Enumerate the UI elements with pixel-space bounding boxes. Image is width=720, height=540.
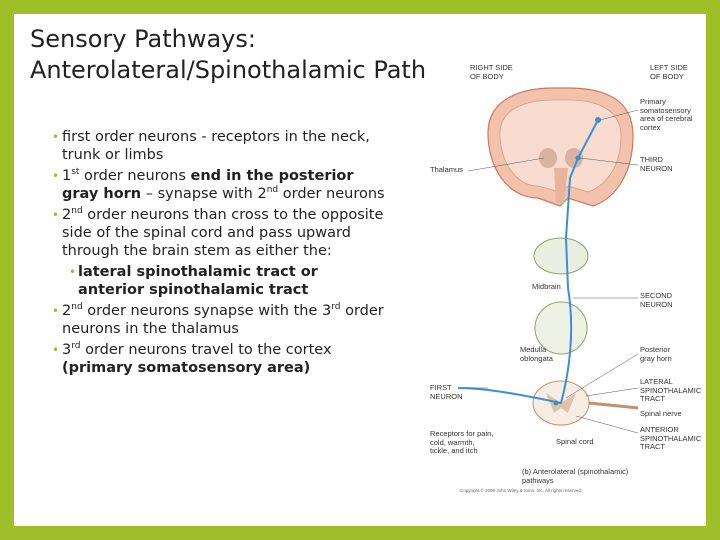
- thalamus-right: [565, 148, 583, 168]
- bullet-first-order-end: 1st order neurons end in the posterior g…: [28, 167, 388, 203]
- leader-anterior: [575, 415, 639, 434]
- label-spinal-nerve: Spinal nerve: [640, 409, 682, 418]
- pathway-line: [457, 119, 599, 405]
- thalamus-synapse: [575, 155, 581, 161]
- slide: Sensory Pathways: Anterolateral/Spinotha…: [14, 14, 706, 526]
- label-receptors: Receptors for pain, cold, warmth, tickle…: [430, 429, 494, 455]
- thalamus-left: [539, 148, 557, 168]
- label-posterior-horn: Posterior gray horn: [640, 345, 672, 363]
- label-lateral-tract: LATERAL SPINOTHALAMIC TRACT: [640, 377, 702, 403]
- leader-cortex: [599, 109, 639, 121]
- label-spinal-cord: Spinal cord: [556, 437, 594, 446]
- pathway-illustration: [457, 87, 639, 434]
- label-right-side: RIGHT SIDE OF BODY: [470, 63, 513, 81]
- bullet-second-order-cross: 2nd order neurons than cross to the oppo…: [28, 206, 388, 260]
- leader-third-neuron: [579, 157, 639, 166]
- bullet-tracts: lateral spinothalamic tract or anterior …: [28, 263, 388, 299]
- bullet-second-order-synapse: 2nd order neurons synapse with the 3rd o…: [28, 302, 388, 338]
- label-second-neuron: SECOND NEURON: [640, 291, 673, 309]
- diagram-caption: (b) Anterolateral (spinothalamic) pathwa…: [522, 467, 629, 485]
- leader-horn: [565, 353, 639, 399]
- label-anterior-tract: ANTERIOR SPINOTHALAMIC TRACT: [640, 425, 702, 451]
- leader-thalamus: [467, 157, 545, 172]
- label-third-neuron: THIRD NEURON: [640, 155, 673, 173]
- title-line-2: Anterolateral/Spinothalamic Path: [30, 56, 427, 84]
- label-left-side: LEFT SIDE OF BODY: [650, 63, 688, 81]
- brain-white-matter: [499, 99, 622, 193]
- label-thalamus: Thalamus: [430, 165, 463, 174]
- spinothalamic-diagram: RIGHT SIDE OF BODY LEFT SIDE OF BODY Pri…: [428, 58, 702, 498]
- label-first-neuron: FIRST NEURON: [430, 383, 463, 401]
- copyright-text: Copyright © 2006 John Wiley & Sons, Inc.…: [460, 488, 583, 493]
- horn-synapse: [553, 400, 559, 406]
- brainstem-top: [554, 168, 568, 203]
- label-medulla: Medulla oblongata: [520, 345, 553, 363]
- leader-lateral: [585, 387, 639, 397]
- cortex-terminal: [595, 117, 601, 123]
- label-midbrain: Midbrain: [532, 282, 561, 291]
- slide-title: Sensory Pathways: Anterolateral/Spinotha…: [30, 24, 450, 86]
- bullet-first-order: first order neurons - receptors in the n…: [28, 128, 388, 164]
- bullet-list: first order neurons - receptors in the n…: [28, 128, 388, 380]
- label-primary-cortex: Primary somatosensory area of cerebral c…: [640, 97, 693, 132]
- title-line-1: Sensory Pathways:: [30, 25, 256, 53]
- spinal-nerve: [588, 401, 639, 410]
- medulla-section: [534, 301, 588, 355]
- bullet-third-order: 3rd order neurons travel to the cortex (…: [28, 341, 388, 377]
- midbrain-section: [533, 237, 589, 275]
